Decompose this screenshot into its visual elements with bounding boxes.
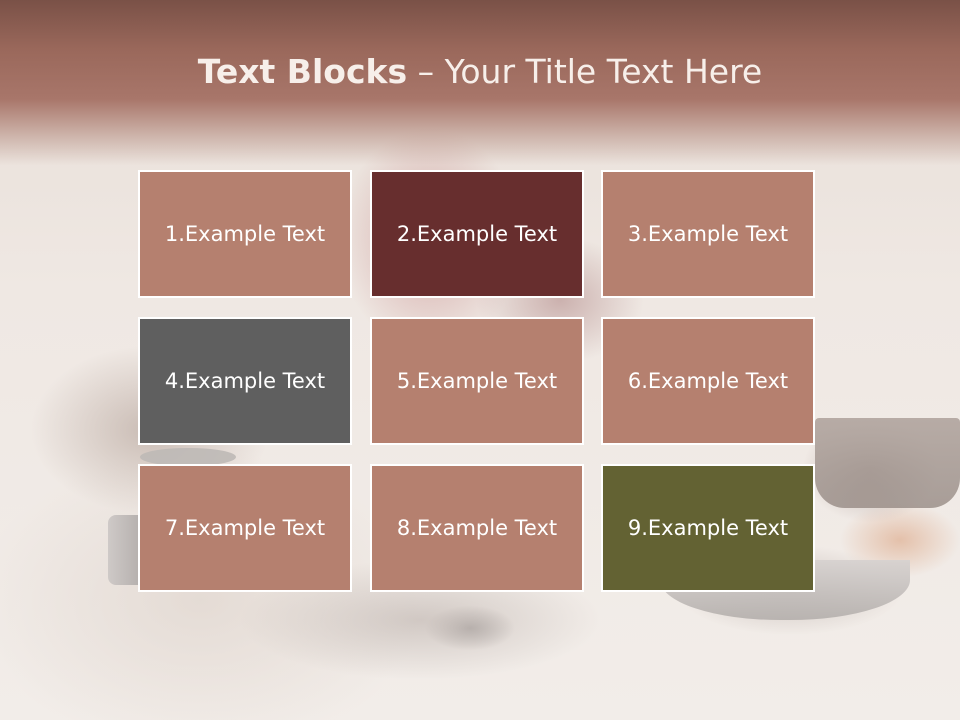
text-block-4[interactable]: 4.Example Text xyxy=(138,317,352,445)
text-block-6[interactable]: 6.Example Text xyxy=(601,317,815,445)
text-block-label: 6.Example Text xyxy=(627,369,789,393)
text-block-1[interactable]: 1.Example Text xyxy=(138,170,352,298)
text-block-label: 1.Example Text xyxy=(164,222,326,246)
text-block-label: 9.Example Text xyxy=(627,516,789,540)
text-block-9[interactable]: 9.Example Text xyxy=(601,464,815,592)
title-banner xyxy=(0,0,960,165)
text-block-5[interactable]: 5.Example Text xyxy=(370,317,584,445)
text-block-label: 4.Example Text xyxy=(164,369,326,393)
text-block-label: 5.Example Text xyxy=(396,369,558,393)
text-block-2[interactable]: 2.Example Text xyxy=(370,170,584,298)
cooking-pot xyxy=(815,418,960,508)
text-block-7[interactable]: 7.Example Text xyxy=(138,464,352,592)
plate-rim xyxy=(140,448,236,466)
text-block-label: 7.Example Text xyxy=(164,516,326,540)
slide-title[interactable]: Text Blocks – Your Title Text Here xyxy=(0,52,960,91)
text-block-3[interactable]: 3.Example Text xyxy=(601,170,815,298)
text-block-label: 2.Example Text xyxy=(396,222,558,246)
text-block-label: 3.Example Text xyxy=(627,222,789,246)
text-block-label: 8.Example Text xyxy=(396,516,558,540)
title-dash: – xyxy=(407,52,445,91)
title-rest-part: Your Title Text Here xyxy=(444,52,763,91)
text-block-8[interactable]: 8.Example Text xyxy=(370,464,584,592)
title-bold-part: Text Blocks xyxy=(197,52,408,91)
